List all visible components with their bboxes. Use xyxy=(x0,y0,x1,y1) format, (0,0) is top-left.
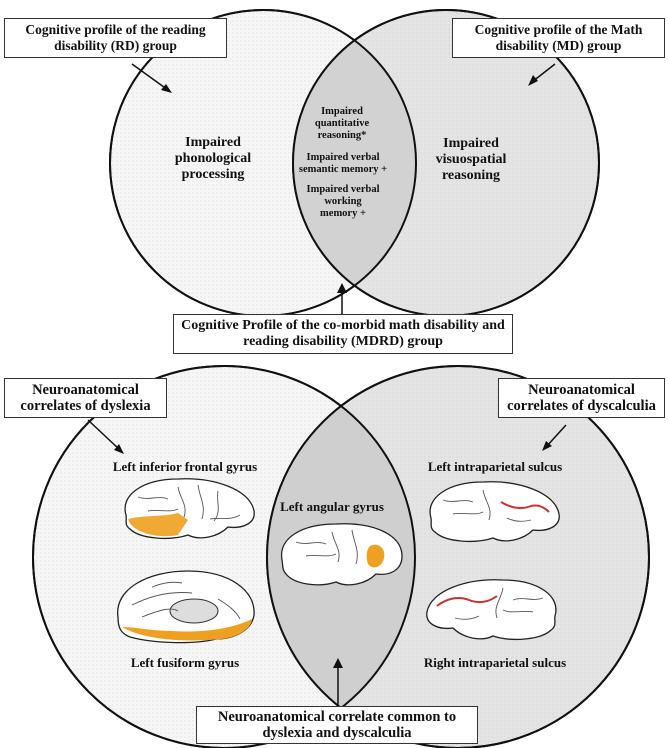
left-fusiform-label: Left fusiform gyrus xyxy=(130,655,240,670)
right-ips-label: Right intraparietal sulcus xyxy=(423,655,567,670)
rd-arrow xyxy=(131,63,169,91)
brain-right-ips-image xyxy=(426,579,557,641)
rd-label-box: Cognitive profile of the reading disabil… xyxy=(4,18,227,58)
common-label: Neuroanatomical correlate common to dysl… xyxy=(217,709,457,741)
overlap-item-1: Impaired quantitative reasoning* xyxy=(314,106,370,141)
brain-left-ips-image xyxy=(429,481,560,543)
rd-only-text: Impaired phonological processing xyxy=(174,135,252,182)
dyslexia-label-box: Neuroanatomical correlates of dyslexia xyxy=(4,378,167,418)
brain-left-fusiform-image xyxy=(117,570,255,644)
left-angular-label: Left angular gyrus xyxy=(280,499,384,514)
rd-label: Cognitive profile of the reading disabil… xyxy=(25,22,206,53)
left-ips-label: Left intraparietal sulcus xyxy=(427,459,563,474)
left-ifg-label: Left inferior frontal gyrus xyxy=(112,459,258,474)
overlap-item-2: Impaired verbal semantic memory + xyxy=(298,152,388,175)
overlap-item-3: Impaired verbal working memory + xyxy=(306,184,380,219)
dyscalculia-arrow xyxy=(545,424,567,448)
brain-left-angular-image xyxy=(280,523,403,586)
top-overlap xyxy=(293,10,416,316)
dyslexia-arrow xyxy=(87,419,121,451)
md-label-box: Cognitive profile of the Math disability… xyxy=(452,18,665,58)
dyslexia-label: Neuroanatomical correlates of dyslexia xyxy=(20,382,151,414)
dyscalculia-label-box: Neuroanatomical correlates of dyscalculi… xyxy=(498,378,665,418)
bottom-overlap xyxy=(267,366,415,748)
common-label-box: Neuroanatomical correlate common to dysl… xyxy=(196,706,478,744)
mdrd-label: Cognitive Profile of the co-morbid math … xyxy=(181,318,505,349)
md-label: Cognitive profile of the Math disability… xyxy=(474,22,643,53)
brain-left-ifg-image xyxy=(124,478,255,540)
md-only-text-visible: Impaired visuospatial reasoning xyxy=(435,136,507,183)
dyscalculia-label: Neuroanatomical correlates of dyscalculi… xyxy=(507,382,656,414)
mdrd-label-box: Cognitive Profile of the co-morbid math … xyxy=(173,314,513,354)
